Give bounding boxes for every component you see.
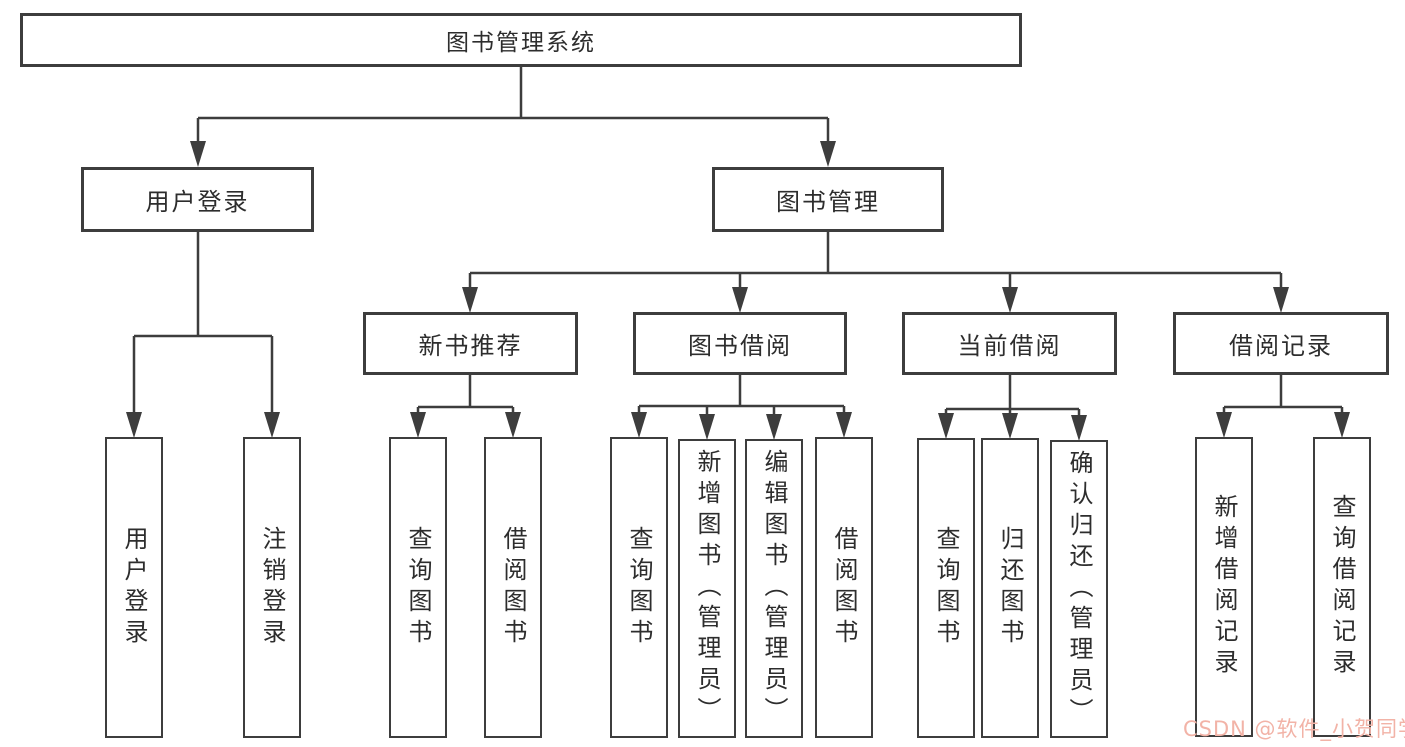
arrowhead-icon [732, 287, 748, 313]
arrowhead-icon [410, 412, 426, 438]
node-book-borrowing: 图书借阅 [633, 312, 847, 375]
arrowhead-icon [1002, 287, 1018, 313]
edge-book-borrow-to-leaves [637, 375, 846, 421]
arrowhead-icon [1216, 412, 1232, 438]
arrowhead-icon [699, 414, 715, 440]
leaf-query-borrow-record: 查询借阅记录 [1313, 437, 1371, 737]
leaf-user-login: 用户登录 [105, 437, 163, 738]
csdn-watermark: CSDN @软件_小贺同学 [1183, 717, 1405, 741]
edge-borrow-record-to-leaves [1222, 375, 1344, 419]
node-new-book-recommendation: 新书推荐 [363, 312, 578, 375]
edge-user-login-to-leaves [132, 232, 274, 419]
arrowhead-icon [126, 412, 142, 438]
node-current-borrowing: 当前借阅 [902, 312, 1117, 375]
leaf-confirm-return-admin: 确认归还（管理员） [1050, 440, 1108, 738]
leaf-query-books-recommend: 查询图书 [389, 437, 447, 738]
leaf-return-books: 归还图书 [981, 438, 1039, 738]
leaf-borrow-books-recommend: 借阅图书 [484, 437, 542, 738]
leaf-edit-book-admin: 编辑图书（管理员） [745, 439, 803, 738]
arrowhead-icon [505, 412, 521, 438]
leaf-logout: 注销登录 [243, 437, 301, 738]
edge-root-to-level2 [196, 67, 830, 150]
arrowhead-icon [766, 414, 782, 440]
arrowhead-icon [264, 412, 280, 438]
leaf-add-book-admin: 新增图书（管理员） [678, 439, 736, 738]
arrowhead-icon [1334, 412, 1350, 438]
arrowhead-icon [820, 141, 836, 167]
arrowhead-icon [1273, 287, 1289, 313]
node-user-login: 用户登录 [81, 167, 314, 232]
edge-book-management-to-level3 [468, 232, 1283, 294]
arrowhead-icon [631, 412, 647, 438]
node-book-management: 图书管理 [712, 167, 944, 232]
arrowhead-icon [938, 413, 954, 439]
leaf-borrow-books: 借阅图书 [815, 437, 873, 738]
arrowhead-icon [1002, 413, 1018, 439]
arrowhead-icon [462, 287, 478, 313]
leaf-query-books-current: 查询图书 [917, 438, 975, 738]
arrowhead-icon [1071, 415, 1087, 441]
arrowhead-icon [836, 412, 852, 438]
leaf-query-books-borrow: 查询图书 [610, 437, 668, 738]
leaf-add-borrow-record: 新增借阅记录 [1195, 437, 1253, 737]
edge-new-book-to-leaves [416, 375, 515, 419]
arrowhead-icon [190, 141, 206, 167]
node-library-management-system: 图书管理系统 [20, 13, 1022, 67]
node-borrowing-records: 借阅记录 [1173, 312, 1389, 375]
